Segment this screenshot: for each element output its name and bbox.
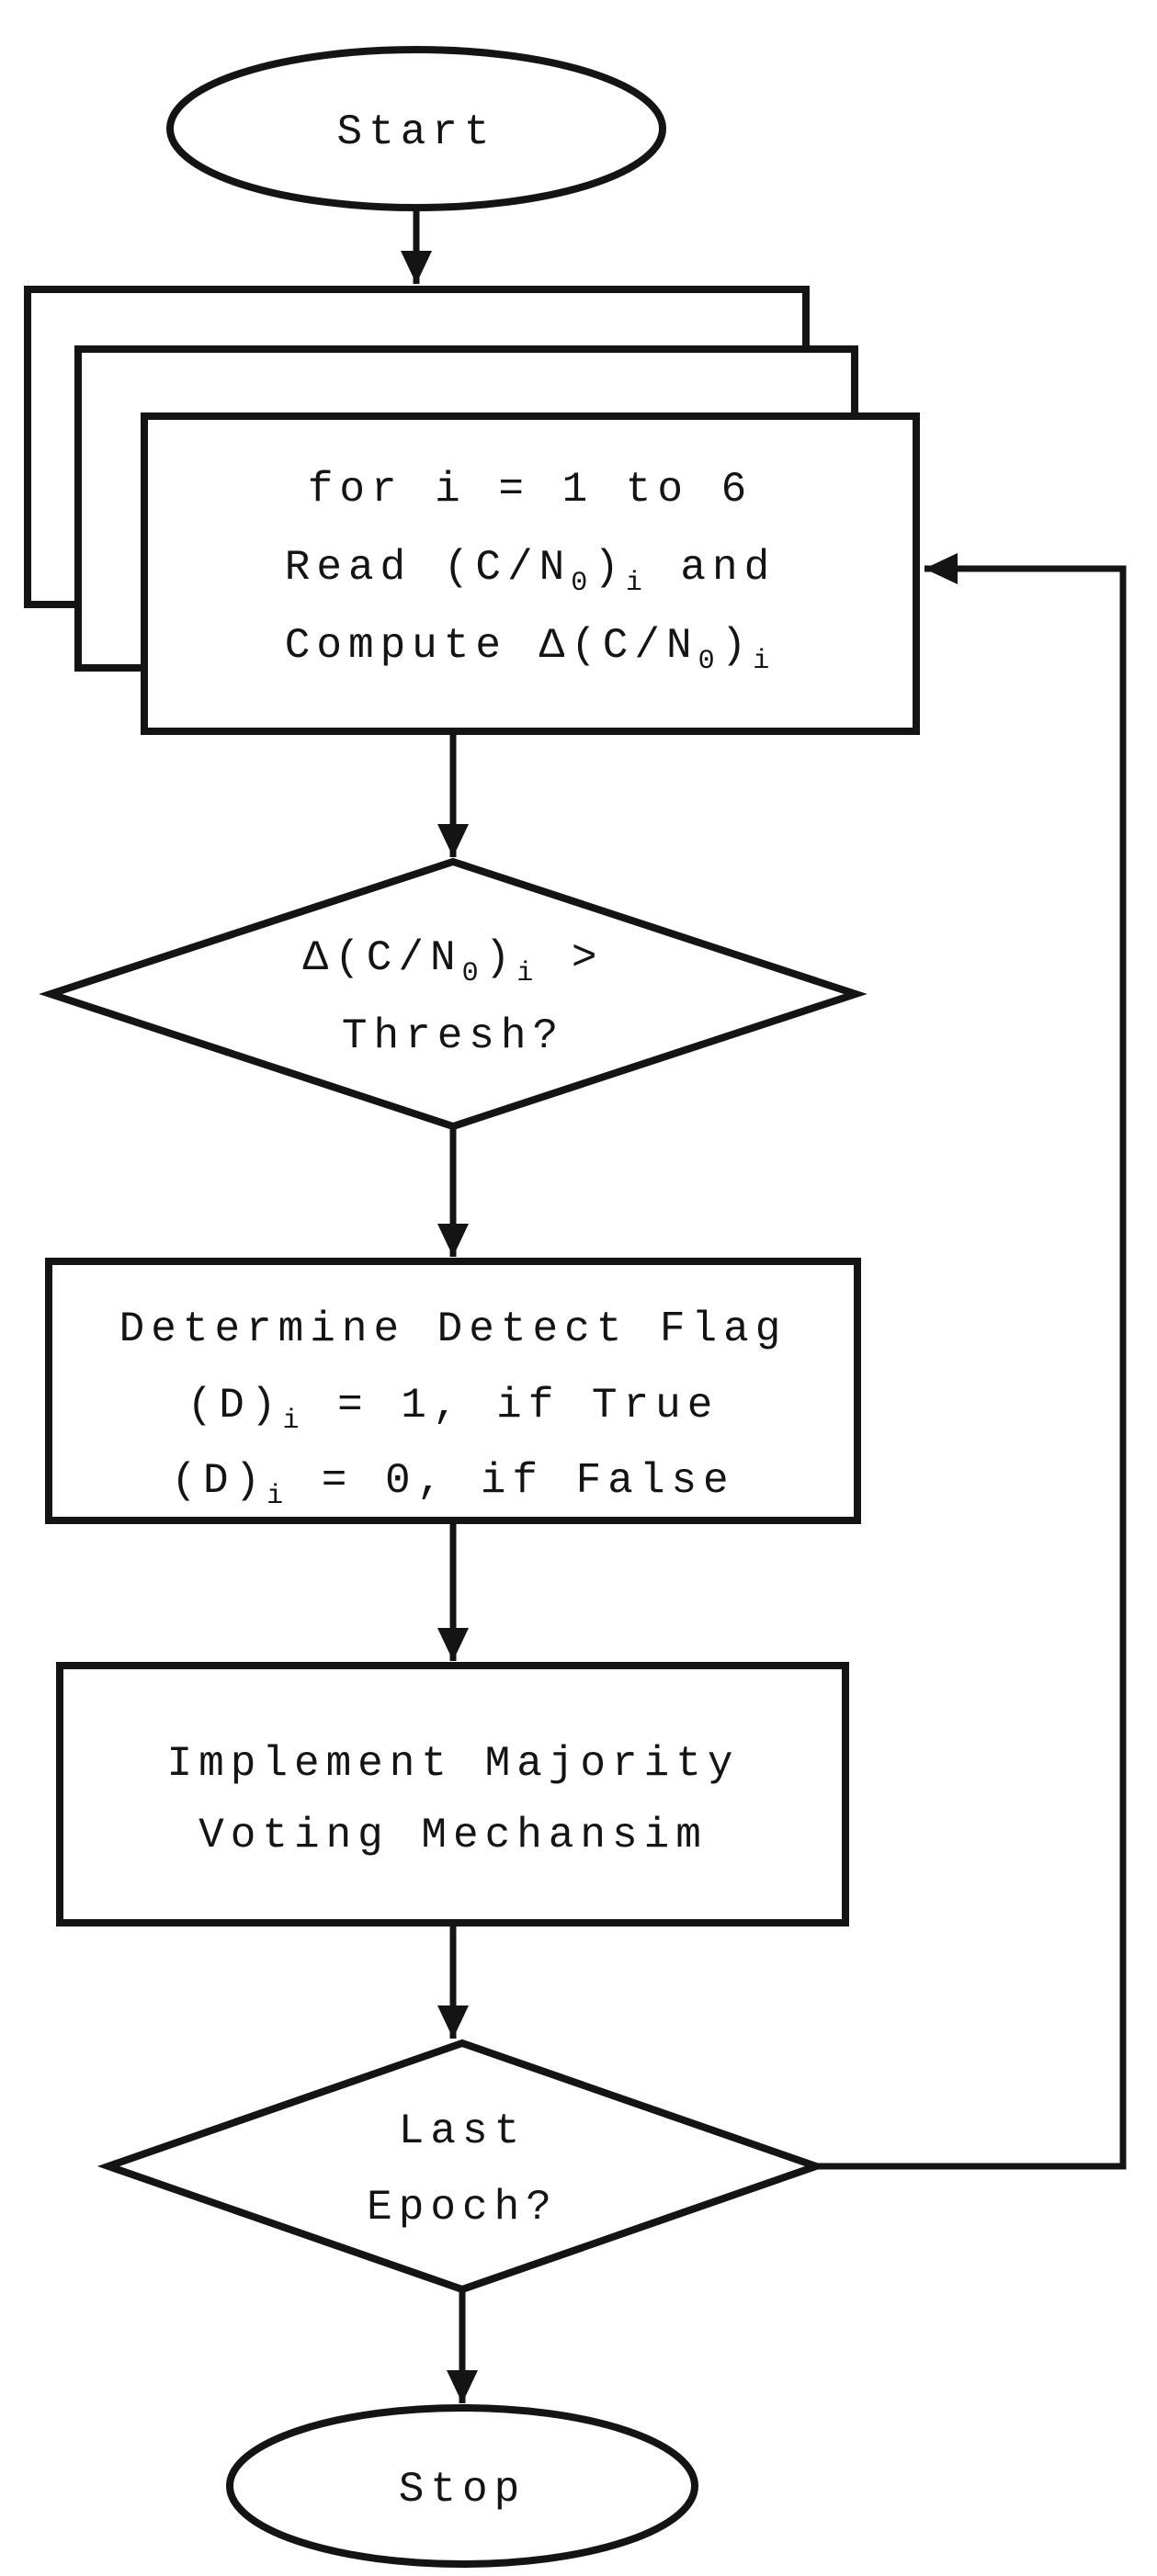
decision-threshold-line-1: Δ(C/N0)i > (303, 934, 604, 989)
flowchart: Start for i = 1 to 6 Read (C/N0)i and Co… (24, 46, 1127, 2568)
process-majority-voting-line-2: Voting Mechansim (199, 1812, 708, 1859)
loop-box-front (141, 412, 920, 735)
terminator-stop (226, 2404, 698, 2568)
terminator-start (166, 46, 666, 211)
process-detect-flag (45, 1258, 861, 1524)
process-detect-flag-line-3: (D)i = 0, if False (171, 1457, 734, 1512)
process-majority-voting-line-1: Implement Majority (167, 1740, 740, 1788)
process-detect-flag-line-1: Determine Detect Flag (119, 1305, 788, 1353)
terminator-start-label: Start (336, 108, 495, 156)
decision-threshold (39, 857, 868, 1131)
loop-box-line-3: Compute Δ(C/N0)i (285, 622, 777, 677)
loop-box-line-2: Read (C/N0)i and (285, 544, 777, 599)
decision-last-epoch-line-2: Epoch? (367, 2184, 558, 2231)
decision-last-epoch (96, 2039, 828, 2294)
decision-last-epoch-line-1: Last (399, 2107, 526, 2155)
loop-box-line-1: for i = 1 to 6 (308, 466, 753, 514)
process-detect-flag-line-2: (D)i = 1, if True (187, 1382, 720, 1437)
connector-epoch-loopback (816, 553, 1127, 2170)
decision-threshold-line-2: Thresh? (342, 1012, 564, 1060)
terminator-stop-label: Stop (399, 2466, 526, 2514)
process-majority-voting (56, 1662, 849, 1926)
